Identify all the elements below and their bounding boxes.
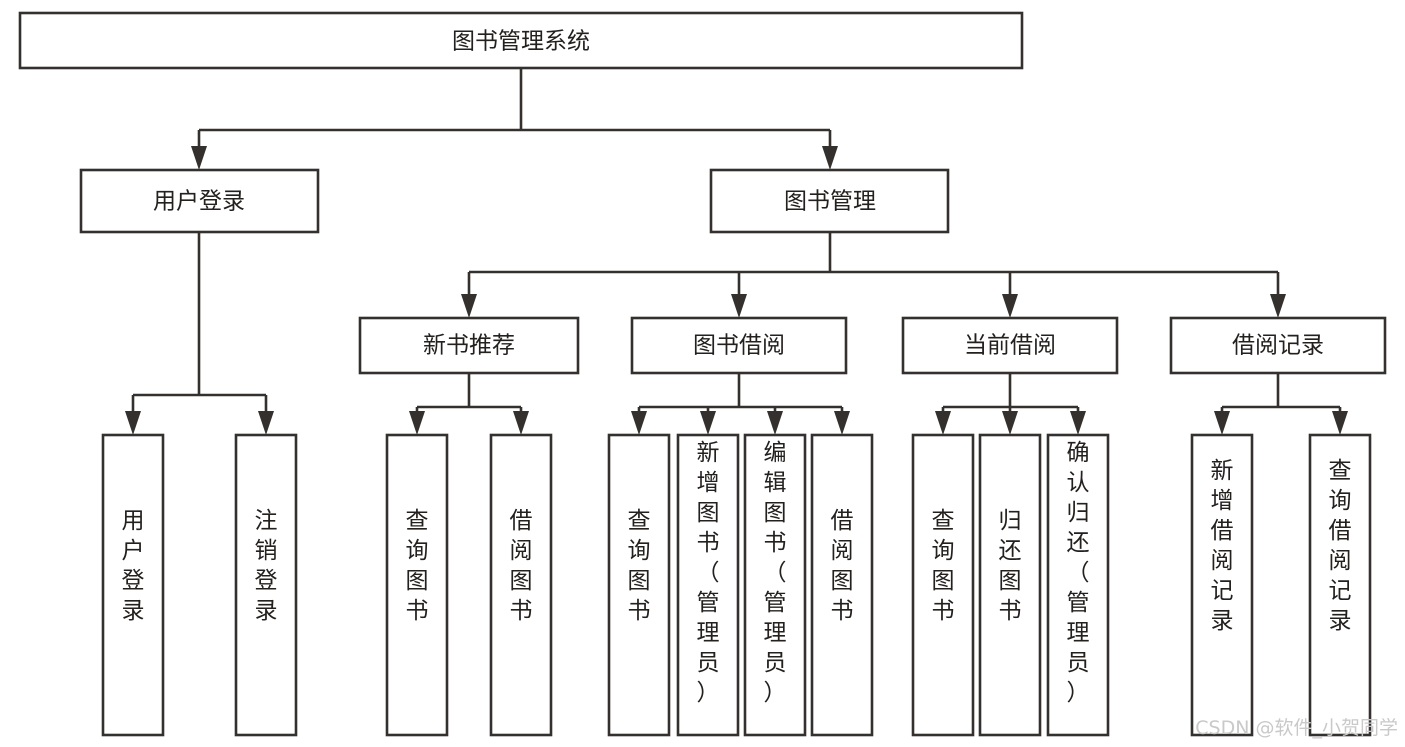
leaf-query-book-1-box[interactable] [385,433,449,737]
leaf-user-login-label: 用户登录 [122,508,145,624]
leaf-borrow-book-1-box[interactable] [489,433,553,737]
arrow-to-current-borrow [1002,294,1018,318]
arrow-leaf-add-record [1214,411,1230,435]
node-book-manage[interactable]: 图书管理 [709,168,950,234]
leaf-logout-box[interactable] [234,433,298,737]
leaf-borrow-book-2-box[interactable] [810,433,874,737]
arrow-leaf-query-book-3 [935,411,951,435]
arrow-leaf-query-record [1332,411,1348,435]
connector-layer [125,68,1348,435]
arrow-leaf-query-book-1 [409,411,425,435]
node-leaf-confirm-return[interactable]: 确认归还（管理员） [1046,433,1110,737]
root-label: 图书管理系统 [452,29,590,55]
leaf-query-record-label: 查询借阅记录 [1329,458,1352,634]
leaf-query-book-3-label: 查询图书 [932,508,955,624]
node-leaf-return-book[interactable]: 归还图书 [978,433,1042,737]
user-login-box[interactable] [79,168,320,234]
node-leaf-query-book-1[interactable]: 查询图书 [385,433,449,737]
node-current-borrow[interactable]: 当前借阅 [901,316,1119,375]
arrow-leaf-user-login [125,411,141,435]
leaf-add-record-label: 新增借阅记录 [1211,458,1234,634]
leaf-borrow-book-2-label: 借阅图书 [831,508,854,624]
arrow-to-book-borrow [731,294,747,318]
node-leaf-borrow-book-2[interactable]: 借阅图书 [810,433,874,737]
arrow-leaf-return-book [1002,411,1018,435]
book-borrow-label: 图书借阅 [693,333,785,359]
current-borrow-box[interactable] [901,316,1119,375]
leaf-borrow-book-1-label: 借阅图书 [510,508,533,624]
current-borrow-label: 当前借阅 [964,333,1056,359]
arrow-to-book-manage [822,146,838,170]
leaf-query-record-box[interactable] [1308,433,1372,737]
leaf-add-book-box[interactable] [676,433,740,737]
arrow-to-user-login [191,146,207,170]
book-borrow-box[interactable] [630,316,848,375]
arrow-to-borrow-record [1270,294,1286,318]
leaf-add-book-label: 新增图书（管理员） [697,440,720,706]
leaf-query-book-2-label: 查询图书 [628,508,651,624]
leaf-confirm-return-box[interactable] [1046,433,1110,737]
node-new-book-rec[interactable]: 新书推荐 [358,316,580,375]
new-book-rec-box[interactable] [358,316,580,375]
leaf-return-book-label: 归还图书 [999,508,1022,624]
leaf-user-login-box[interactable] [101,433,165,737]
node-leaf-add-record[interactable]: 新增借阅记录 [1190,433,1254,737]
node-book-borrow[interactable]: 图书借阅 [630,316,848,375]
leaf-logout-label: 注销登录 [255,508,278,624]
leaf-nodes-layer: 用户登录 注销登录 查询图书 借阅图书 查询图书 新增图书（管理员） [101,433,1372,737]
arrow-leaf-borrow-book-2 [834,411,850,435]
arrow-leaf-borrow-book-1 [513,411,529,435]
node-leaf-query-record[interactable]: 查询借阅记录 [1308,433,1372,737]
new-book-rec-label: 新书推荐 [423,333,515,359]
node-root[interactable]: 图书管理系统 [18,11,1024,70]
leaf-query-book-3-box[interactable] [911,433,975,737]
node-leaf-user-login[interactable]: 用户登录 [101,433,165,737]
leaf-add-record-box[interactable] [1190,433,1254,737]
leaf-edit-book-box[interactable] [743,433,807,737]
leaf-return-book-box[interactable] [978,433,1042,737]
book-manage-label: 图书管理 [784,189,876,215]
arrow-leaf-add-book [700,411,716,435]
arrow-to-new-book-rec [461,294,477,318]
arrow-leaf-logout [258,411,274,435]
node-leaf-query-book-3[interactable]: 查询图书 [911,433,975,737]
borrow-record-box[interactable] [1169,316,1387,375]
node-leaf-logout[interactable]: 注销登录 [234,433,298,737]
root-box[interactable] [18,11,1024,70]
node-leaf-query-book-2[interactable]: 查询图书 [607,433,671,737]
leaf-query-book-1-label: 查询图书 [406,508,429,624]
node-user-login[interactable]: 用户登录 [79,168,320,234]
node-leaf-add-book[interactable]: 新增图书（管理员） [676,433,740,737]
node-borrow-record[interactable]: 借阅记录 [1169,316,1387,375]
borrow-record-label: 借阅记录 [1232,333,1324,359]
node-leaf-borrow-book-1[interactable]: 借阅图书 [489,433,553,737]
arrow-leaf-edit-book [767,411,783,435]
leaf-query-book-2-box[interactable] [607,433,671,737]
leaf-confirm-return-label: 确认归还（管理员） [1067,440,1090,706]
user-login-label: 用户登录 [153,189,245,215]
csdn-watermark: CSDN @软件_小贺同学 [1195,717,1398,739]
leaf-edit-book-label: 编辑图书（管理员） [764,440,787,706]
arrow-leaf-confirm-return [1070,411,1086,435]
book-manage-box[interactable] [709,168,950,234]
node-leaf-edit-book[interactable]: 编辑图书（管理员） [743,433,807,737]
arrow-leaf-query-book-2 [631,411,647,435]
